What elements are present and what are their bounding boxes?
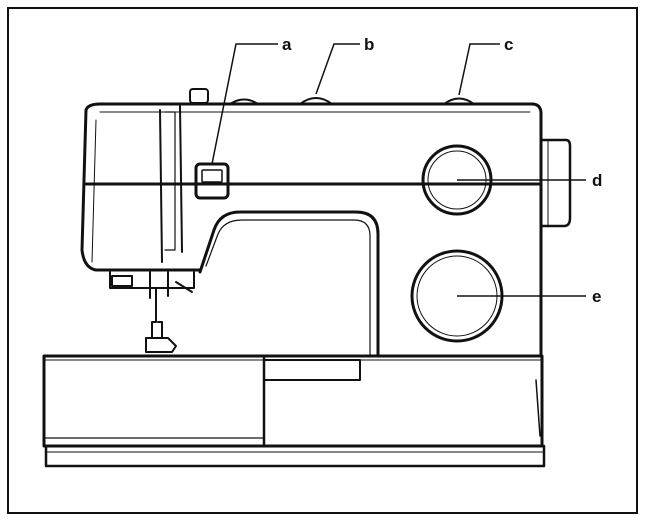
callout-label-e: e	[592, 287, 601, 306]
callout-label-b: b	[364, 35, 374, 54]
arm-opening	[198, 210, 380, 358]
head-face-divider	[159, 109, 163, 263]
presser-foot-lever	[111, 275, 133, 287]
callout-line-a	[211, 43, 278, 165]
accessory-box	[42, 354, 266, 448]
top-knob-c	[443, 97, 475, 105]
machine-head	[80, 108, 202, 272]
callout-lines	[211, 43, 586, 297]
outer-frame	[7, 7, 638, 514]
callout-line-c	[458, 43, 500, 96]
arm-opening-inner	[205, 219, 371, 357]
callout-label-d: d	[592, 171, 602, 190]
base-right-detail	[535, 379, 541, 437]
callout-label-c: c	[504, 35, 513, 54]
free-arm-slot	[263, 359, 361, 381]
machine-base	[42, 354, 544, 448]
arm-top-edge	[84, 102, 543, 358]
top-knob-b	[299, 97, 333, 105]
needle-bar-housing	[109, 271, 195, 289]
head-face-divider-2	[179, 105, 183, 253]
callout-line-b	[315, 43, 360, 95]
presser-foot	[145, 337, 177, 353]
head-inner-line	[91, 119, 97, 263]
needle-clamp	[149, 271, 193, 299]
callout-label-a: a	[282, 35, 292, 54]
base-foot	[44, 444, 546, 468]
hand-wheel	[540, 138, 572, 228]
stitch-selector-window	[201, 169, 223, 183]
head-panel	[164, 111, 176, 251]
